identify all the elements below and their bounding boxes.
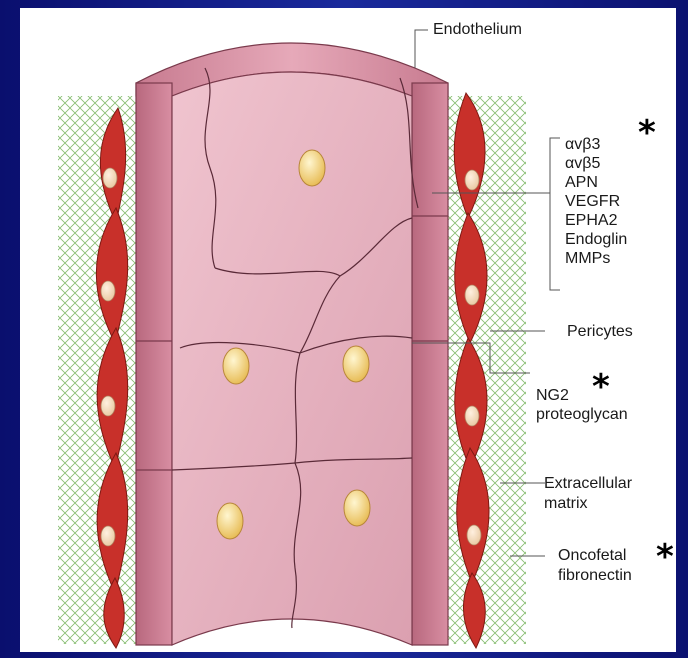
receptor-list: αvβ3 αvβ5 APN VEGFR EPHA2 Endoglin MMPs <box>565 135 627 268</box>
nucleus <box>217 503 243 539</box>
ng2-label-line2: proteoglycan <box>536 405 628 424</box>
ecm-label-line1: Extracellular <box>544 474 632 493</box>
pericyte-nucleus <box>467 525 481 545</box>
asterisk-fibronectin: * <box>656 540 674 574</box>
receptor-item-apn: APN <box>565 173 627 192</box>
pericyte-nucleus <box>465 406 479 426</box>
receptor-item-avb3: αvβ3 <box>565 135 627 154</box>
ecm-label-line2: matrix <box>544 494 588 513</box>
endothelium-leader <box>415 30 428 68</box>
pericyte-nucleus <box>103 168 117 188</box>
receptor-item-vegfr: VEGFR <box>565 192 627 211</box>
diagram-panel: Endothelium αvβ3 αvβ5 APN VEGFR EPHA2 En… <box>20 8 676 652</box>
pericytes-label: Pericytes <box>567 322 633 341</box>
pericyte-nucleus <box>101 526 115 546</box>
pericyte-nucleus <box>101 281 115 301</box>
receptor-item-epha2: EPHA2 <box>565 211 627 230</box>
asterisk-ng2: * <box>592 370 610 404</box>
pericyte-nucleus <box>101 396 115 416</box>
endothelium-label: Endothelium <box>433 20 522 39</box>
nucleus <box>343 346 369 382</box>
receptor-item-avb5: αvβ5 <box>565 154 627 173</box>
asterisk-avb3: * <box>638 116 656 150</box>
fibronectin-label-line1: Oncofetal <box>558 546 626 565</box>
receptor-item-endoglin: Endoglin <box>565 230 627 249</box>
pericyte-nucleus <box>465 285 479 305</box>
vessel-tube <box>136 43 448 645</box>
vessel-right-wall <box>412 83 448 645</box>
receptors-bracket <box>550 138 560 290</box>
vessel-inner-surface <box>172 72 412 645</box>
receptor-item-mmps: MMPs <box>565 249 627 268</box>
nucleus <box>344 490 370 526</box>
fibronectin-label-line2: fibronectin <box>558 566 632 585</box>
nucleus <box>223 348 249 384</box>
ng2-label-line1: NG2 <box>536 386 569 405</box>
vessel-left-wall <box>136 83 172 645</box>
pericyte-nucleus <box>465 170 479 190</box>
nucleus <box>299 150 325 186</box>
